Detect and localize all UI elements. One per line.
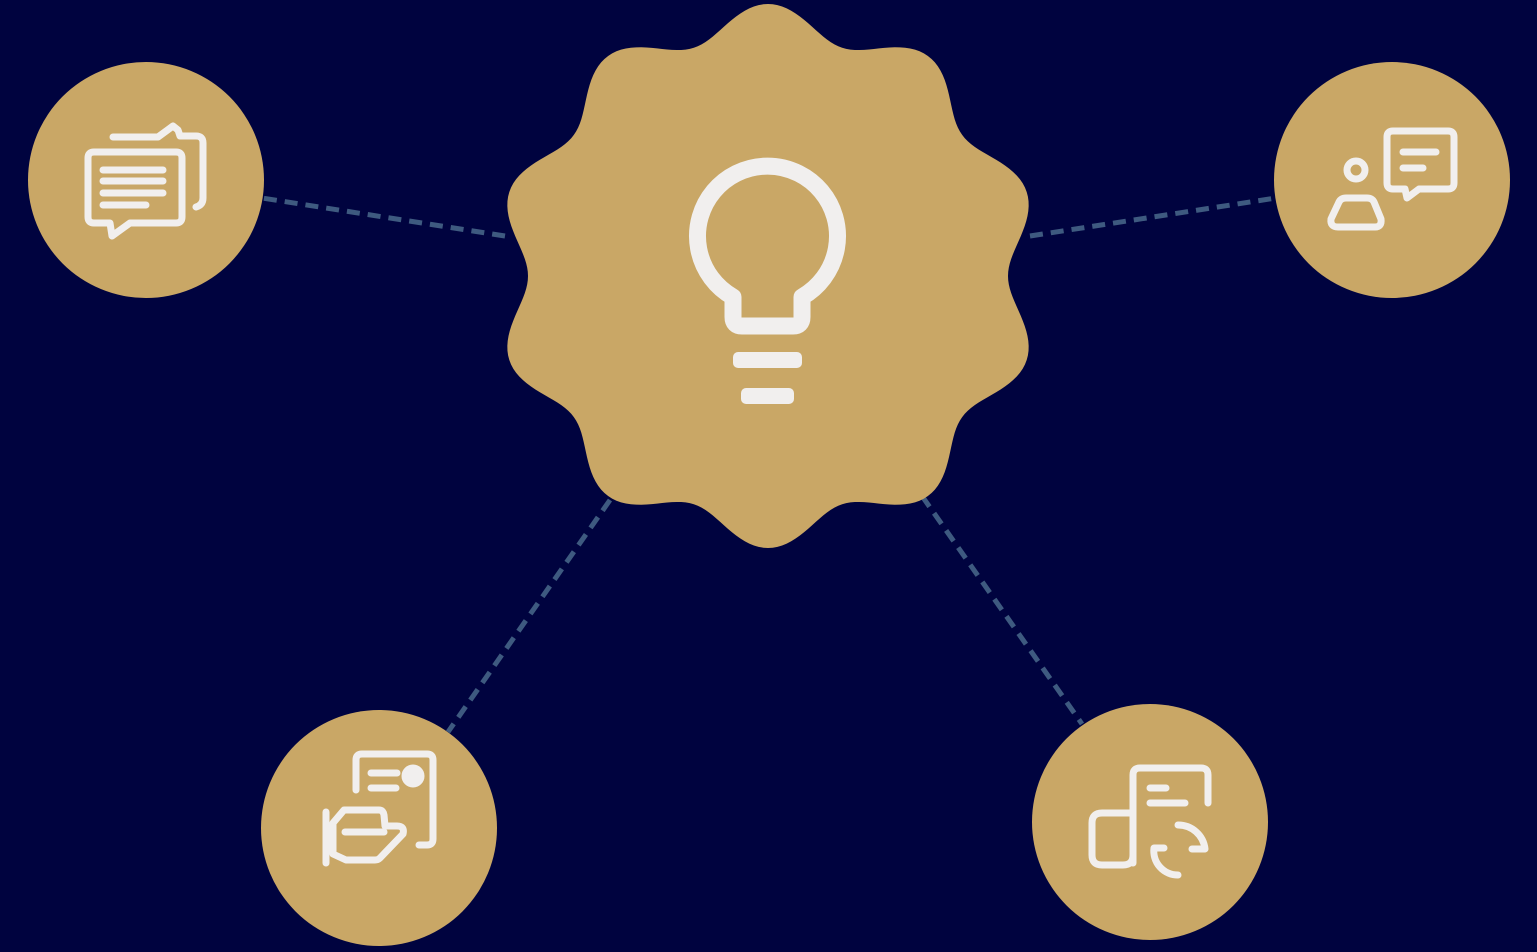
- connectors: [261, 195, 1277, 734]
- person-speech-icon: [1327, 127, 1458, 231]
- center-badge: [507, 4, 1029, 548]
- node-bottom-right: [1032, 704, 1268, 940]
- hand-document-icon: [322, 750, 437, 867]
- lightbulb-base: [733, 352, 802, 404]
- node-top-right: [1274, 62, 1510, 298]
- center-node: [507, 4, 1029, 548]
- node-top-left: [28, 62, 264, 298]
- connector-bottom-left: [445, 498, 613, 734]
- connector-bottom-right: [919, 494, 1085, 726]
- document-analytics-icon: [1088, 764, 1212, 879]
- node-bottom-left: [261, 710, 497, 946]
- chat-messages-icon: [84, 122, 207, 240]
- lightbulb-icon: [689, 157, 846, 335]
